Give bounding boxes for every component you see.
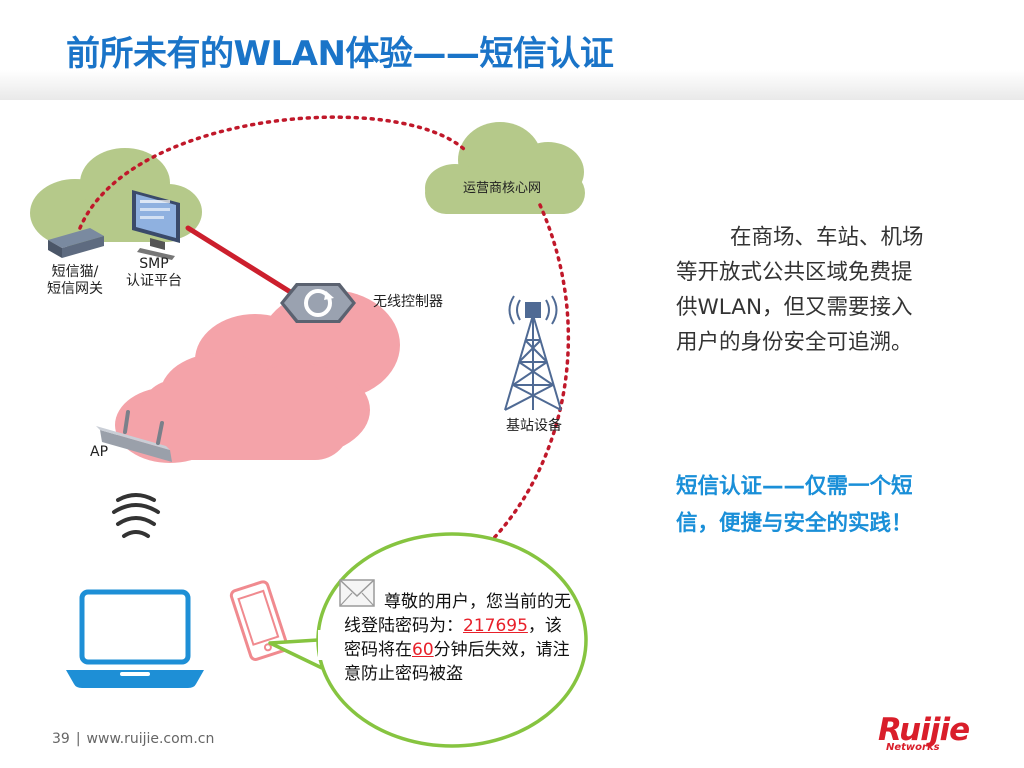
footer: 39 | www.ruijie.com.cn — [52, 731, 214, 747]
ruijie-logo: Ruijie Networks — [878, 712, 994, 756]
sms-message-text: 尊敬的用户，您当前的无线登陆密码为：217695，该密码将在60分钟后失效，请注… — [344, 592, 571, 684]
operator-cloud-icon — [425, 122, 585, 214]
sms-gateway-icon — [48, 228, 104, 258]
description-paragraph: 在商场、车站、机场 等开放式公共区域免费提 供WLAN，但又需要接入 用户的身份… — [676, 225, 924, 355]
sms-speech-bubble — [268, 532, 588, 748]
base-station-tower-icon — [504, 295, 562, 411]
envelope-icon — [339, 579, 375, 607]
mobile-phone-icon — [229, 580, 289, 661]
ap-label: AP — [90, 444, 109, 460]
smp-platform-label: SMP 认证平台 — [126, 256, 182, 289]
pink-cloud-icon — [115, 290, 400, 463]
base-station-label: 基站设备 — [506, 418, 562, 434]
sms-gateway-label: 短信猫/ 短信网关 — [47, 264, 103, 297]
wireless-controller-icon — [280, 283, 356, 323]
highlight-text: 短信认证——仅需一个短 信，便捷与安全的实践！ — [676, 474, 913, 536]
footer-separator: | — [75, 731, 81, 747]
logo-sub: Networks — [886, 742, 940, 753]
page-number: 39 — [52, 731, 70, 747]
slide-header: 前所未有的WLAN体验——短信认证 — [0, 0, 1024, 100]
wifi-signal-icon — [112, 493, 160, 538]
smp-controller-link — [185, 225, 303, 301]
ap-icon — [96, 410, 172, 462]
slide-title: 前所未有的WLAN体验——短信认证 — [66, 34, 614, 74]
controller-label: 无线控制器 — [373, 294, 443, 310]
laptop-icon — [66, 589, 204, 688]
sms-password: 217695 — [463, 616, 528, 636]
sms-minutes: 60 — [412, 640, 434, 660]
operator-cloud-label: 运营商核心网 — [463, 181, 542, 196]
smp-monitor-icon — [132, 190, 180, 260]
footer-website-link[interactable]: www.ruijie.com.cn — [86, 731, 215, 747]
logo-brand: Ruijie — [878, 712, 970, 748]
